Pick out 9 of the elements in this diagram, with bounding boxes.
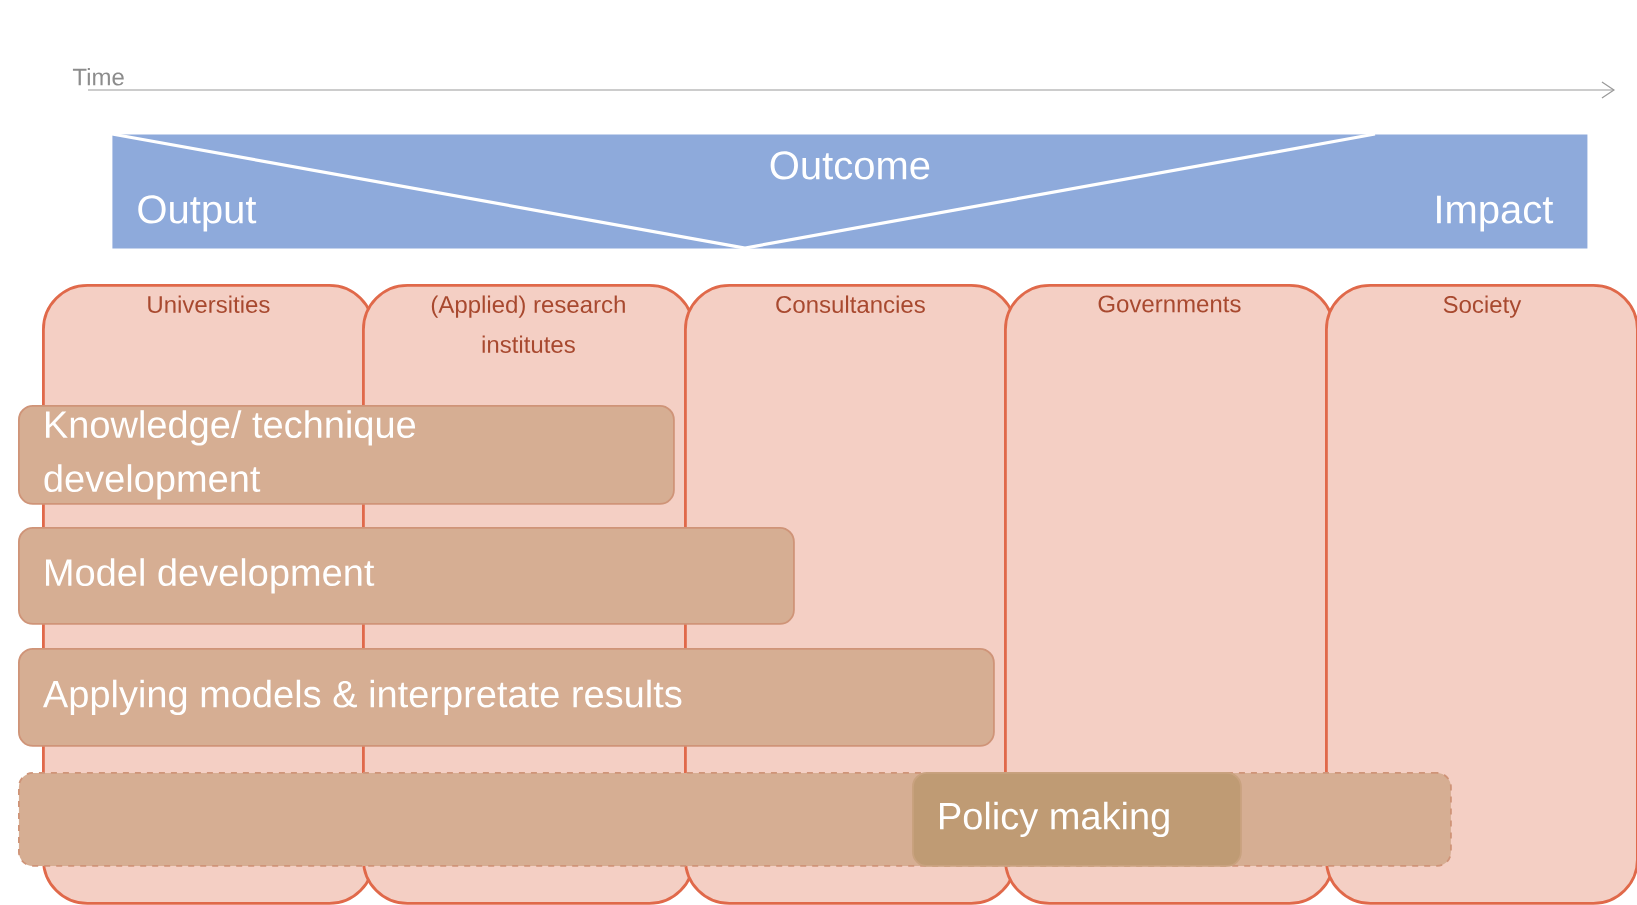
axis-label: Time [72, 68, 124, 86]
activity-box: Policy making [912, 772, 1242, 867]
activity-bar: Knowledge/ technique development [18, 405, 675, 505]
outcome-band: Outcome Output Impact [111, 132, 1588, 250]
activity-bar: Model development [18, 527, 795, 625]
activity-bar: Applying models & interpretate results [18, 648, 995, 747]
column-box: Society [1325, 284, 1637, 905]
node-label: Consultancies [776, 295, 925, 314]
node-label: Governments [1098, 295, 1241, 313]
